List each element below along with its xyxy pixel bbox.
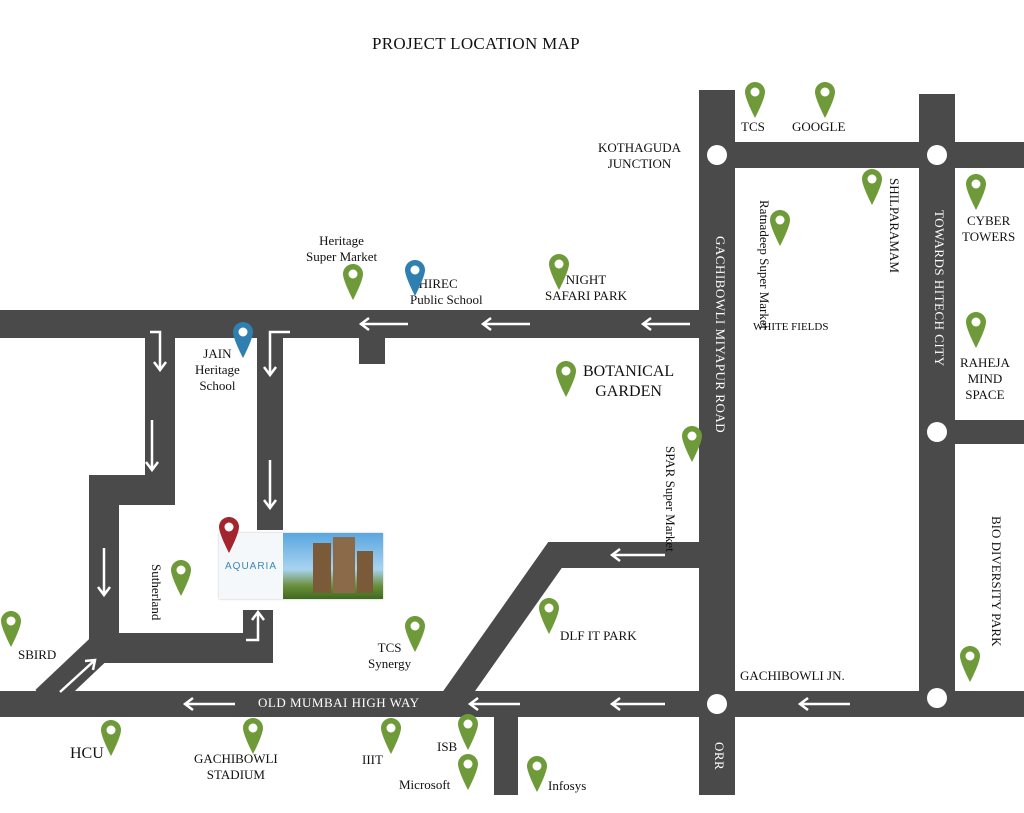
road-sbird-diag: [35, 637, 110, 711]
project-thumbnail[interactable]: AQUARIA: [219, 533, 383, 599]
road-label-old-mumbai: OLD MUMBAI HIGH WAY: [258, 695, 420, 710]
pin-ratnadeep-icon[interactable]: [770, 210, 790, 246]
label-dlf: DLF IT PARK: [560, 628, 637, 643]
label-kothaguda: KOTHAGUDA JUNCTION: [598, 140, 682, 171]
pin-cyber-towers-icon[interactable]: [966, 174, 986, 210]
arrow-left-8: [182, 697, 235, 711]
arrow-diag: [59, 658, 97, 693]
junction-bottom-right: [927, 688, 947, 708]
pin-sutherland-icon[interactable]: [171, 560, 191, 596]
label-raheja: RAHEJA MIND SPACE: [960, 355, 1010, 402]
pin-tcs-top-icon[interactable]: [745, 82, 765, 118]
pin-dlf-icon[interactable]: [539, 598, 559, 634]
label-spar: SPAR Super Market: [663, 446, 678, 552]
label-jain: JAIN Heritage School: [195, 346, 240, 393]
pin-infosys-icon[interactable]: [527, 756, 547, 792]
label-botanical: BOTANICAL GARDEN: [583, 363, 675, 400]
pin-heritage-icon[interactable]: [343, 264, 363, 300]
arrow-left-2: [480, 317, 530, 331]
arrow-left-5: [797, 697, 850, 711]
junction-kothaguda: [707, 145, 727, 165]
label-heritage: Heritage Super Market: [306, 233, 378, 264]
arrow-left-7: [467, 697, 520, 711]
pin-stadium-icon[interactable]: [243, 718, 263, 754]
label-cyber-towers: CYBER TOWERS: [962, 213, 1016, 244]
label-iiit: IIIT: [362, 752, 383, 767]
pin-jain-icon[interactable]: [233, 322, 253, 358]
arrow-down-4: [263, 460, 277, 511]
pin-botanical-icon[interactable]: [556, 361, 576, 397]
arrow-down-5: [97, 548, 111, 598]
label-google: GOOGLE: [792, 119, 846, 134]
project-brand: AQUARIA: [225, 561, 278, 572]
label-tcs-synergy: TCS Synergy: [368, 640, 412, 671]
label-shilparamam: SHILPARAMAM: [887, 178, 902, 273]
pin-chirec-icon[interactable]: [405, 260, 425, 296]
pin-isb-icon[interactable]: [458, 714, 478, 750]
pin-project-icon[interactable]: [219, 517, 239, 553]
label-night-safari: NIGHT SAFARI PARK: [545, 272, 628, 303]
label-white-fields: WHITE FIELDS: [753, 321, 829, 333]
label-infosys: Infosys: [548, 778, 587, 793]
road-label-orr: ORR: [712, 742, 727, 771]
arrow-left-3: [358, 317, 408, 331]
label-sbird: SBIRD: [18, 647, 57, 662]
pin-sbird-icon[interactable]: [1, 611, 21, 647]
project-building-image: [283, 533, 383, 599]
pin-raheja-icon[interactable]: [966, 312, 986, 348]
pin-microsoft-icon[interactable]: [458, 754, 478, 790]
label-tcs-top: TCS: [741, 119, 765, 134]
pin-google-icon[interactable]: [815, 82, 835, 118]
road-label-hitech: TOWARDS HITECH CITY: [932, 210, 947, 367]
arrow-down-1: [150, 330, 167, 373]
pin-bio-diversity-icon[interactable]: [960, 646, 980, 682]
label-microsoft: Microsoft: [399, 777, 451, 792]
junction-right-mid: [927, 422, 947, 442]
pin-shilparamam-icon[interactable]: [862, 169, 882, 205]
pin-spar-icon[interactable]: [682, 426, 702, 462]
junction-gachibowli: [707, 694, 727, 714]
pin-iiit-icon[interactable]: [381, 718, 401, 754]
arrow-down-3: [263, 330, 290, 378]
arrow-down-2: [145, 420, 159, 473]
road-label-gachibowli-miyapur: GACHIBOWLI MIYAPUR ROAD: [713, 236, 728, 434]
label-sutherland: Sutherland: [149, 564, 164, 621]
pin-night-safari-icon[interactable]: [549, 254, 569, 290]
pin-tcs-synergy-icon[interactable]: [405, 616, 425, 652]
junction-top-right: [927, 145, 947, 165]
label-stadium: GACHIBOWLI STADIUM: [194, 751, 278, 782]
arrow-left-1: [640, 317, 690, 331]
map-title: PROJECT LOCATION MAP: [372, 34, 580, 53]
road-stub: [359, 330, 385, 364]
label-gachibowli-jn: GACHIBOWLI JN.: [740, 668, 845, 683]
arrow-left-6: [609, 697, 665, 711]
arrow-up-1: [246, 609, 265, 642]
arrow-left-4: [609, 548, 665, 562]
pin-hcu-icon[interactable]: [101, 720, 121, 756]
label-bio-diversity: BIO DIVERSITY PARK: [989, 516, 1004, 647]
label-isb: ISB: [437, 739, 458, 754]
label-hcu: HCU: [70, 745, 104, 762]
